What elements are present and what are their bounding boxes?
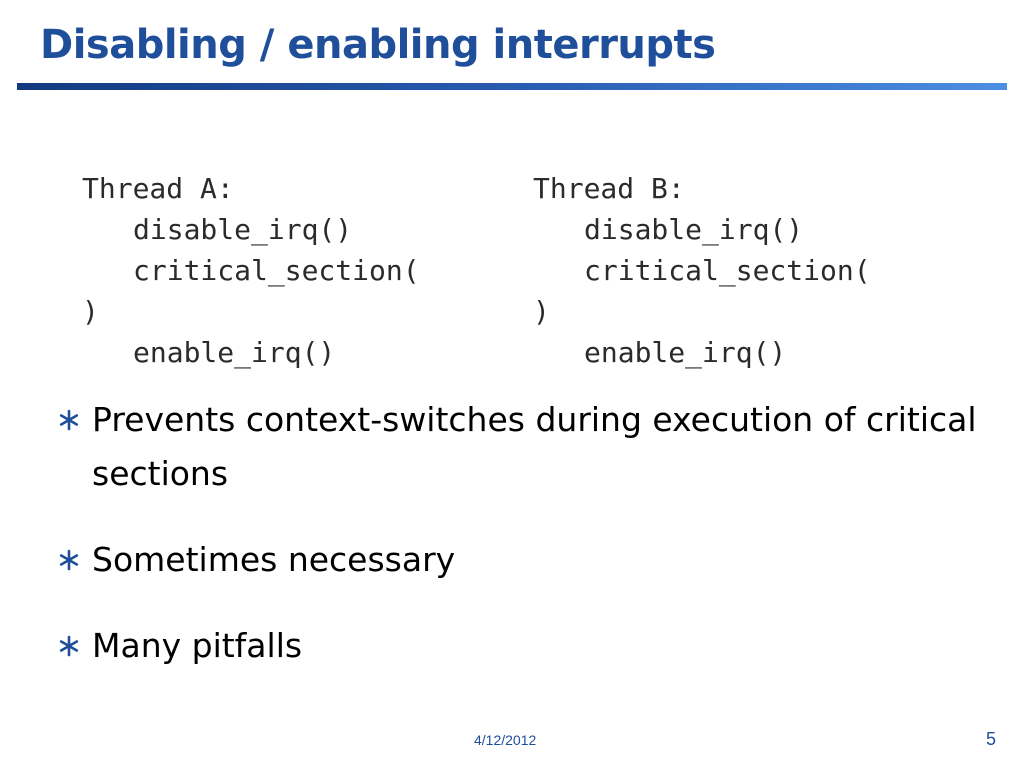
bullet-item: Many pitfalls xyxy=(54,619,994,673)
page-number: 5 xyxy=(985,729,996,749)
code-line: disable_irq() xyxy=(584,213,804,246)
title-underline xyxy=(17,83,1007,90)
code-line: disable_irq() xyxy=(133,213,353,246)
code-line: enable_irq() xyxy=(584,336,787,369)
bullet-item: Prevents context-switches during executi… xyxy=(54,393,994,501)
code-line: Thread A: xyxy=(82,172,234,205)
asterisk-icon xyxy=(54,393,84,447)
code-line: Thread B: xyxy=(533,172,685,205)
asterisk-icon xyxy=(54,533,84,587)
asterisk-icon xyxy=(54,619,84,673)
bullet-text: Sometimes necessary xyxy=(92,540,456,579)
footer-date: 4/12/2012 xyxy=(474,732,537,748)
thread-b-code: Thread B: disable_irq() critical_section()… xyxy=(533,168,871,373)
thread-a-code: Thread A: disable_irq() critical_section()… xyxy=(82,168,420,373)
slide-title: Disabling / enabling interrupts xyxy=(40,22,716,68)
code-line: critical_section( xyxy=(133,254,420,287)
bullet-list: Prevents context-switches during executi… xyxy=(54,393,994,673)
code-line: ) xyxy=(82,295,99,328)
bullet-text: Prevents context-switches during executi… xyxy=(92,400,977,493)
code-line: ) xyxy=(533,295,550,328)
code-line: enable_irq() xyxy=(133,336,336,369)
code-line: critical_section( xyxy=(584,254,871,287)
bullet-text: Many pitfalls xyxy=(92,626,303,665)
bullet-item: Sometimes necessary xyxy=(54,533,994,587)
